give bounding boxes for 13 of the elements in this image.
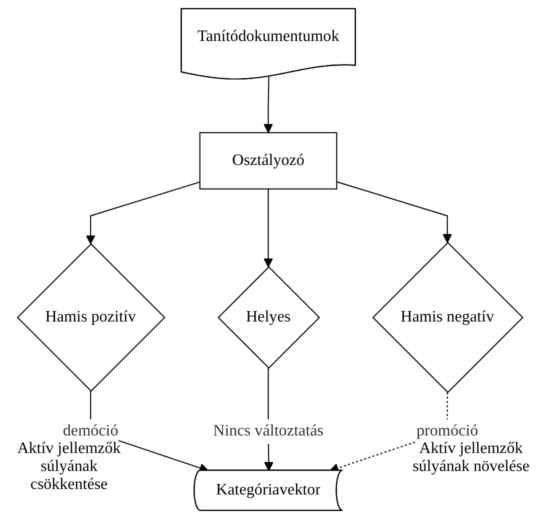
node-box: Osztályozó bbox=[199, 132, 338, 190]
arrow bbox=[263, 188, 273, 268]
node-diamond: Helyes bbox=[217, 266, 320, 369]
arrow bbox=[86, 181, 200, 244]
note-text: Aktív jellemzők súlyának növelése bbox=[412, 440, 530, 476]
node-diamond: Hamis negatív bbox=[372, 242, 524, 394]
node-diamond: Hamis pozitív bbox=[16, 243, 166, 392]
arrow bbox=[263, 76, 273, 134]
edge-label: Nincs változtatás bbox=[212, 422, 324, 440]
edge-label: demóció bbox=[62, 422, 118, 440]
edge-label: promóció bbox=[416, 422, 478, 440]
arrow bbox=[336, 181, 452, 244]
note-text: Aktív jellemzők súlyának csökkentése bbox=[16, 440, 122, 494]
